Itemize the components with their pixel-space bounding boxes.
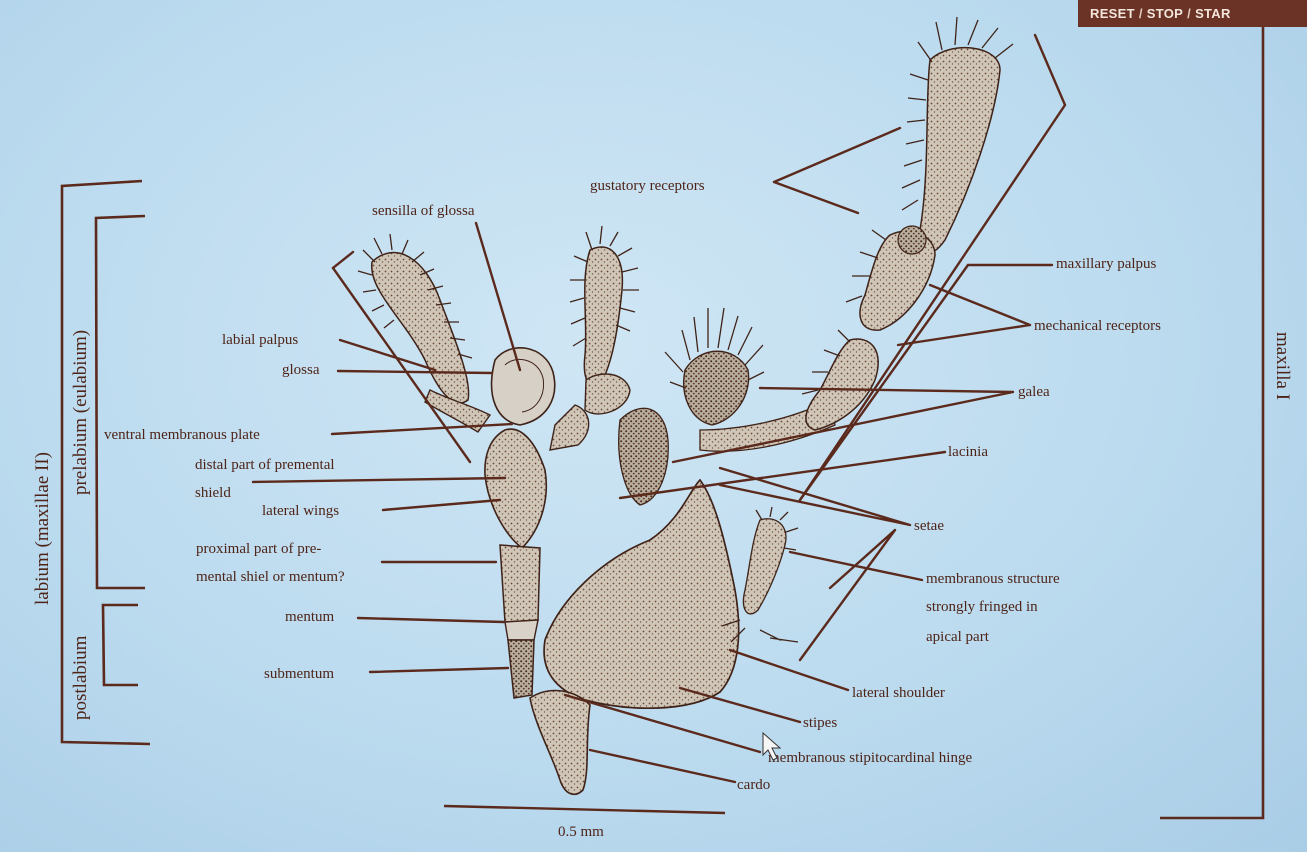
label-sensilla-of-glossa: sensilla of glossa — [372, 203, 475, 219]
maxilla-group-label: maxilla I — [1272, 332, 1293, 400]
label-distal-part-line2: shield — [195, 485, 231, 501]
maxillary-palpus-drawing — [802, 17, 1013, 430]
glossa-drawing — [492, 348, 555, 425]
label-gustatory-receptors: gustatory receptors — [590, 178, 705, 194]
cardo-drawing — [530, 691, 590, 795]
label-membranous-structure-line3: apical part — [926, 629, 990, 645]
label-lacinia: lacinia — [948, 444, 988, 460]
scale-bar-label: 0.5 mm — [558, 824, 604, 840]
label-membranous-structure-line1: membranous structure — [926, 571, 1060, 587]
stop-button[interactable]: STOP — [1147, 6, 1183, 21]
label-membranous-structure-line2: strongly fringed in — [926, 599, 1038, 615]
label-setae: setae — [914, 518, 944, 534]
prelabium-bracket — [96, 216, 145, 588]
specimen-illustration — [358, 17, 1013, 794]
separator: / — [1187, 6, 1191, 21]
label-glossa: glossa — [282, 362, 320, 378]
galea-drawing — [665, 308, 835, 451]
label-galea: galea — [1018, 384, 1050, 400]
label-lateral-shoulder: lateral shoulder — [852, 685, 945, 701]
label-maxillary-palpus: maxillary palpus — [1056, 256, 1157, 272]
label-cardo: cardo — [737, 777, 770, 793]
label-distal-part-line1: distal part of premental — [195, 457, 335, 473]
label-labial-palpus: labial palpus — [222, 332, 298, 348]
separator: / — [1139, 6, 1143, 21]
label-stipes: stipes — [803, 715, 837, 731]
label-mechanical-receptors: mechanical receptors — [1034, 318, 1161, 334]
label-proximal-line2: mental shiel or mentum? — [196, 569, 345, 585]
scale-bar-line — [444, 806, 725, 813]
maxilla-bracket — [1160, 22, 1263, 818]
membranous-structure-drawing — [722, 507, 798, 642]
label-ventral-membranous-plate: ventral membranous plate — [104, 427, 260, 443]
start-button[interactable]: STAR — [1195, 6, 1231, 21]
postlabium-bracket — [103, 605, 138, 685]
label-lateral-wings: lateral wings — [262, 503, 339, 519]
scale-bar: 0.5 mm — [444, 806, 725, 840]
label-proximal-line1: proximal part of pre- — [196, 541, 321, 557]
label-hinge: membranous stipitocardinal hinge — [768, 750, 972, 766]
reset-button[interactable]: RESET — [1090, 6, 1135, 21]
label-submentum: submentum — [264, 666, 334, 682]
prelabium-group-label: prelabium (eulabium) — [70, 330, 91, 495]
label-mentum: mentum — [285, 609, 334, 625]
playback-controls: RESET / STOP / STAR — [1078, 0, 1307, 27]
labium-group-label: labium (maxillae II) — [32, 452, 53, 605]
postlabium-group-label: postlabium — [70, 635, 91, 720]
prementum-drawing — [485, 429, 546, 698]
